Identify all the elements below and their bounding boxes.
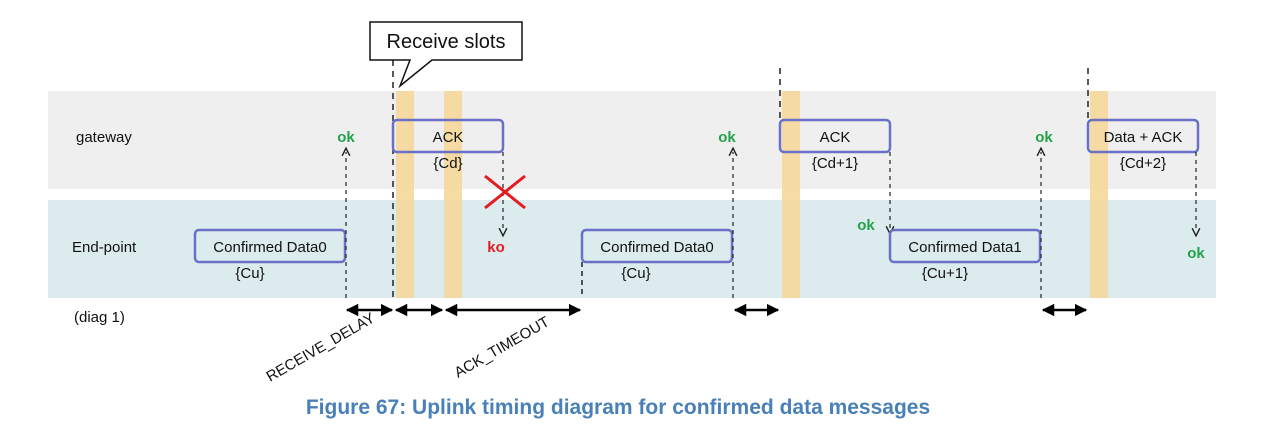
cd-label-1: {Cd} xyxy=(433,155,462,172)
ok-label-1: ok xyxy=(337,129,355,146)
endpoint-band xyxy=(48,200,1216,298)
gateway-band xyxy=(48,91,1216,189)
cu-label-1: {Cu} xyxy=(235,265,264,282)
confirmed-data0-label-1: Confirmed Data0 xyxy=(213,239,326,256)
data-ack-box xyxy=(1086,118,1200,154)
cu1-label: {Cu+1} xyxy=(922,265,968,282)
figure-caption: Figure 67: Uplink timing diagram for con… xyxy=(306,396,930,419)
endpoint-label: End-point xyxy=(72,239,137,256)
receive-slots-label: Receive slots xyxy=(387,31,506,53)
gateway-label: gateway xyxy=(76,129,132,146)
ack-box-2 xyxy=(778,118,892,154)
diag-label: (diag 1) xyxy=(74,309,125,326)
ok-label-4: ok xyxy=(1035,129,1053,146)
confirmed-data1-box xyxy=(888,228,1042,264)
confirmed-data1-label: Confirmed Data1 xyxy=(908,239,1021,256)
ko-label: ko xyxy=(487,239,505,256)
receive-delay-label: RECEIVE_DELAY xyxy=(264,310,378,386)
ok-label-2: ok xyxy=(718,129,736,146)
ack-box-1 xyxy=(391,118,505,154)
cu-label-2: {Cu} xyxy=(621,265,650,282)
receive-slots-callout xyxy=(369,21,523,89)
cd1-label: {Cd+1} xyxy=(812,155,858,172)
ack-label-2: ACK xyxy=(820,129,851,146)
ok-label-5: ok xyxy=(1187,245,1205,262)
cd2-label: {Cd+2} xyxy=(1120,155,1166,172)
ack-timeout-label: ACK_TIMEOUT xyxy=(452,313,553,381)
lost-cross-b xyxy=(484,174,526,210)
ok-label-3: ok xyxy=(857,217,875,234)
ack-label-1: ACK xyxy=(433,129,464,146)
receive-slot-2 xyxy=(444,91,462,298)
data-ack-label: Data + ACK xyxy=(1104,129,1183,146)
receive-slot-4 xyxy=(1090,91,1108,298)
confirmed-data0-label-2: Confirmed Data0 xyxy=(600,239,713,256)
confirmed-data0-box-1 xyxy=(193,228,347,264)
receive-slot-1 xyxy=(396,91,414,298)
confirmed-data0-box-2 xyxy=(580,228,734,264)
receive-slot-3 xyxy=(782,91,800,298)
